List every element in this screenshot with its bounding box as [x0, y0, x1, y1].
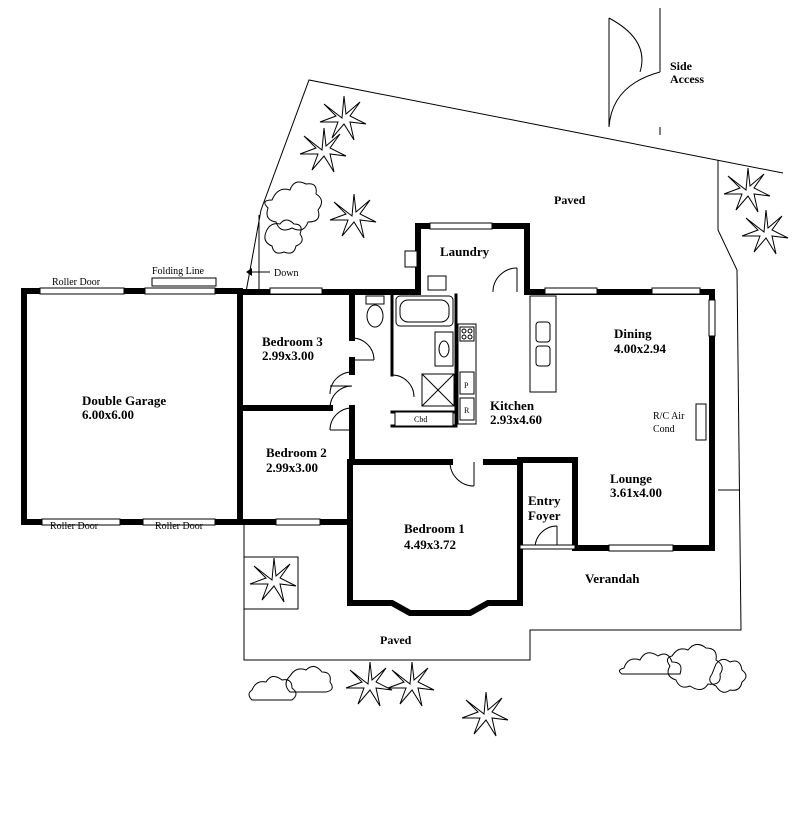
- bedroom1-name: Bedroom 1: [404, 521, 465, 536]
- dining-dims: 4.00x2.94: [614, 341, 667, 356]
- roller-door-top-label: Roller Door: [52, 277, 101, 288]
- bedroom2-name: Bedroom 2: [266, 445, 327, 460]
- plant-icons: [249, 95, 789, 737]
- bedroom1-dims: 4.49x3.72: [404, 537, 456, 552]
- roller-door-bottom-right-label: Roller Door: [155, 521, 204, 532]
- bedroom3-name: Bedroom 3: [262, 334, 323, 349]
- folding-line-marker: [151, 277, 217, 287]
- foyer-label: Foyer: [528, 508, 561, 523]
- paved-bottom-label: Paved: [380, 633, 412, 647]
- garden-bed-front: [243, 556, 299, 610]
- paved-top-label: Paved: [554, 193, 586, 207]
- garage-dims: 6.00x6.00: [82, 407, 134, 422]
- shrub-icons: [248, 181, 747, 701]
- roller-door-bottom-left-label: Roller Door: [50, 521, 99, 532]
- fixture-p-label: P: [464, 381, 469, 390]
- site-boundary: [243, 79, 784, 661]
- down-arrow-icon: [246, 268, 270, 276]
- cupboard-label: Cbd: [414, 415, 427, 424]
- side-access-label-2: Access: [670, 72, 704, 86]
- windows: [39, 222, 716, 552]
- rc-air-label-1: R/C Air: [653, 411, 685, 422]
- dining-name: Dining: [614, 326, 652, 341]
- fixture-r-label: R: [464, 406, 470, 415]
- fixtures: [365, 250, 707, 441]
- lounge-name: Lounge: [610, 471, 652, 486]
- kitchen-name: Kitchen: [490, 398, 535, 413]
- down-label: Down: [274, 268, 298, 279]
- kitchen-dims: 2.93x4.60: [490, 412, 542, 427]
- garage-name: Double Garage: [82, 393, 166, 408]
- lounge-dims: 3.61x4.00: [610, 485, 662, 500]
- entry-label: Entry: [528, 493, 561, 508]
- doors: [329, 267, 576, 550]
- bedroom3-dims: 2.99x3.00: [262, 348, 314, 363]
- side-access-label-1: Side: [670, 59, 693, 73]
- folding-line-label: Folding Line: [152, 266, 205, 277]
- verandah-name: Verandah: [585, 571, 640, 586]
- rc-air-label-2: Cond: [653, 424, 675, 435]
- bedroom2-dims: 2.99x3.00: [266, 460, 318, 475]
- side-access-gate: [608, 8, 661, 135]
- laundry-name: Laundry: [440, 244, 490, 259]
